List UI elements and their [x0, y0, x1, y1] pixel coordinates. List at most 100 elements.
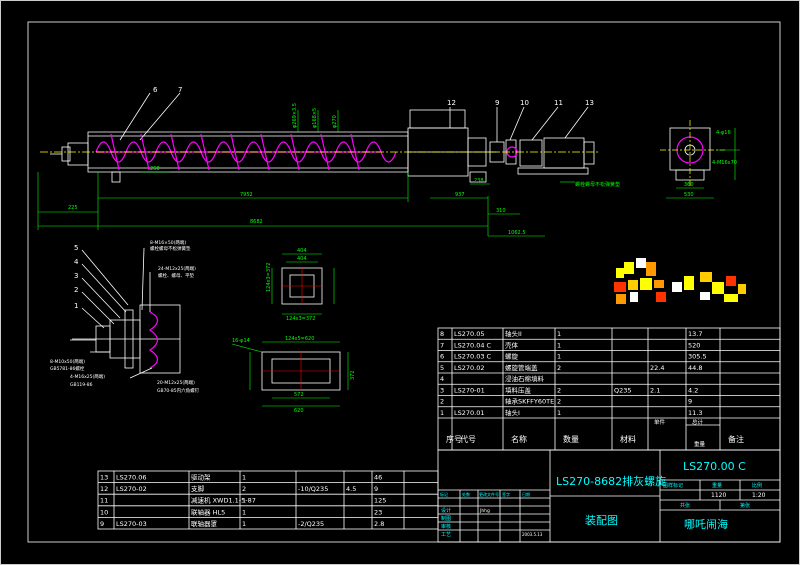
dim-260: 260 [150, 166, 160, 172]
pixel-block [630, 292, 638, 302]
table-cell: 2 [557, 398, 561, 406]
balloon-11: 11 [554, 99, 563, 107]
table-cell: 46 [374, 474, 382, 482]
table-cell: 12 [100, 485, 108, 493]
left-bearing [61, 146, 71, 162]
table-cell: 1 [242, 497, 246, 505]
dim-238: 238 [474, 178, 484, 184]
table-cell: 1 [242, 474, 246, 482]
flange-top-view: 404 404 124x3=372 124x3=372 [266, 248, 335, 322]
table-cell: 2 [440, 398, 444, 406]
table-cell: 520 [688, 341, 700, 349]
table-cell: 1 [557, 353, 561, 361]
flange-top-dim-c: 124x3=372 [266, 263, 272, 292]
balloon-10: 10 [520, 99, 529, 107]
pixel-block [636, 258, 646, 268]
pixel-block [724, 294, 738, 302]
role-process: 工艺 [441, 532, 451, 538]
flange-bottom-dim-a: 16-φ14 [232, 338, 250, 344]
table-cell: 23 [374, 508, 382, 516]
label-weight: 重量 [712, 482, 722, 489]
dim-937: 937 [455, 192, 465, 198]
helix-flight [290, 133, 300, 171]
company-name: 哪吒闹海 [684, 517, 728, 531]
table-header: 序号 [446, 434, 462, 444]
table-cell: 22.4 [650, 364, 664, 372]
support-foot-right [469, 171, 487, 183]
table-cell: 2 [557, 364, 561, 372]
balloon-7: 7 [178, 86, 182, 94]
signer: Jhhg [479, 508, 490, 514]
table-cell: LS270.02 [454, 364, 485, 372]
sign-date-value: 2003.5.13 [522, 532, 543, 537]
pixelated-mark [614, 258, 746, 304]
detail-screw [148, 311, 159, 369]
pixel-block [672, 282, 682, 292]
balloon-9: 9 [495, 99, 499, 107]
reducer [519, 139, 543, 167]
motor-fan-cover [583, 141, 595, 165]
table-cell: 螺旋 [505, 352, 519, 361]
table-cell: 13 [100, 474, 108, 482]
note-n8: GB119-86 [70, 382, 93, 388]
table-cell: 44.8 [688, 364, 702, 372]
dim-7952: 7952 [240, 192, 253, 198]
pixel-block [616, 294, 626, 304]
table-cell: 轴承SKFFY60TE [505, 397, 554, 406]
note-n2: 螺栓螺母不松弹簧垫 [150, 245, 191, 252]
table-cell: LS270-02 [116, 485, 147, 493]
table-cell: 2.1 [650, 386, 660, 394]
pixel-block [712, 282, 724, 294]
flange-bottom-dim-c: 572 [294, 392, 304, 398]
table-cell: LS270.06 [116, 474, 147, 482]
main-balloons: 6 7 12 9 10 11 13 [119, 86, 594, 142]
sign-doc: 更改文件号 [479, 491, 499, 497]
table-cell: -2/Q235 [298, 520, 324, 528]
table-cell: 1 [440, 409, 444, 417]
table-cell: 驱动架 [191, 474, 211, 482]
table-cell: 螺旋管端盖 [505, 363, 538, 372]
sign-count: 处数 [462, 491, 470, 497]
flange-top-dim-b: 404 [297, 256, 307, 262]
table-header: 重量 [694, 440, 706, 448]
dim-1062: 1062.5 [508, 230, 526, 236]
table-cell: 10 [100, 508, 108, 516]
pixel-block [654, 280, 664, 288]
pixel-block [656, 292, 666, 302]
pixel-block [646, 262, 656, 276]
table-cell: LS270-01 [454, 386, 485, 394]
drawing-number: LS270.00 C [683, 460, 746, 473]
table-cell: -10/Q235 [298, 485, 328, 493]
helix-flight [170, 133, 180, 171]
helix-flight [230, 133, 240, 171]
main-note: 螺栓螺母不松弹簧垫 [575, 181, 620, 188]
table-cell: 1 [242, 508, 246, 516]
pixel-block [684, 276, 694, 290]
dim-inner: φ269×3.5 [292, 103, 298, 128]
helix-flight [320, 133, 330, 171]
balloon-3: 3 [74, 272, 78, 280]
flange-bottom-dim-b: 124x5=620 [285, 336, 314, 342]
sheet-total: 共张 [680, 502, 690, 509]
flange-bottom-dim-e: 372 [350, 370, 356, 380]
table-header: 总计 [692, 418, 704, 426]
table-cell: 4.5 [346, 485, 356, 493]
drive-base [517, 167, 589, 175]
table-cell: 2 [242, 485, 246, 493]
table-cell: Q235 [614, 386, 632, 394]
table-cell: 13.7 [688, 330, 702, 338]
pixel-block [640, 278, 652, 290]
label-scale: 比例 [752, 482, 762, 489]
view-name: 装配图 [585, 514, 618, 527]
pixel-block [726, 276, 736, 286]
table-cell: 轴头I [505, 408, 520, 417]
table-cell: 8 [440, 330, 444, 338]
table-cell: 9 [100, 520, 104, 528]
role-draft: 制图 [441, 515, 451, 522]
table-cell: 9 [374, 485, 378, 493]
pixel-block [616, 268, 624, 278]
helix-flight [350, 133, 360, 171]
table-header: 代号 [460, 434, 476, 444]
drawing-frame [27, 21, 781, 543]
